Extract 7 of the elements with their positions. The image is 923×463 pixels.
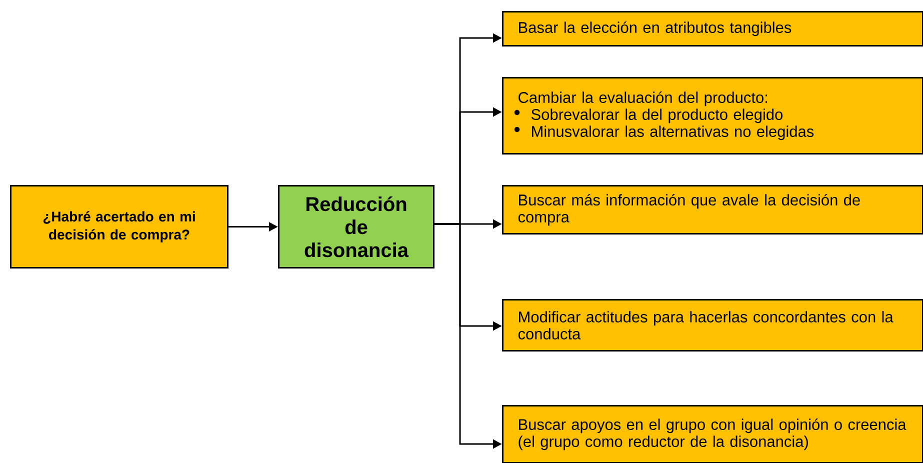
question-box: ¿Habré acertado en mi decisión de compra?	[10, 185, 228, 268]
process-box: Reducción de disonancia	[278, 185, 434, 268]
strategy-box: Modificar actitudes para hacerlas concordantes con la conducta	[502, 299, 923, 352]
strategy-box: Basar la elección en atributos tangibles	[502, 11, 923, 46]
strategy-box: Buscar más información que avale la decisión de compra	[502, 185, 923, 234]
strategy-box: Cambiar la evaluación del producto: Sobrevalorar la del producto elegido Minusvalorar las alternativas no elegidas	[502, 77, 923, 154]
strategy-box: Buscar apoyos en el grupo con igual opinión o creencia (el grupo como reductor de la disonancia)	[502, 405, 923, 463]
